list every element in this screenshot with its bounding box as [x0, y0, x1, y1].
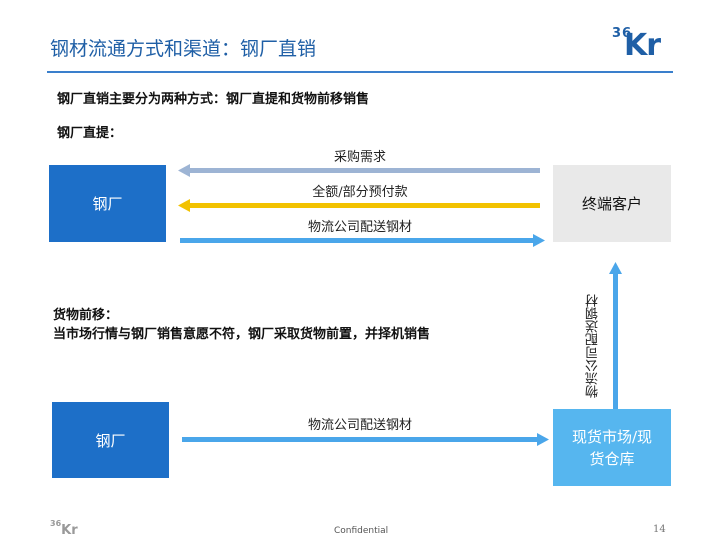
purchase-demand-arrow: [178, 164, 540, 177]
direct-pickup-heading: 钢厂直提：: [57, 126, 123, 141]
forward-sale-heading: 货物前移：: [53, 308, 119, 323]
slide-title: 钢材流通方式和渠道：钢厂直销: [50, 38, 317, 60]
steel-mill-label-2: 钢厂: [95, 431, 126, 450]
steel-mill-label: 钢厂: [92, 195, 123, 213]
footer-logo-number: 36: [50, 519, 62, 528]
logistics-label-vertical: 物流公司配送钢材: [586, 294, 601, 398]
forward-sale-description: 当市场行情与钢厂销售意愿不符，钢厂采取货物前置，并择机销售: [53, 327, 431, 342]
steel-mill-box-2: 钢厂: [52, 402, 169, 478]
spot-warehouse-box: 现货市场/现货仓库: [553, 409, 671, 486]
footer-logo: 36Kr: [50, 519, 78, 538]
slide-subtitle: 钢厂直销主要分为两种方式：钢厂直提和货物前移销售: [57, 92, 370, 107]
logistics-label-top: 物流公司配送钢材: [307, 220, 412, 235]
spot-warehouse-label: 现货市场/现货仓库: [571, 427, 653, 468]
logo-number: 36: [612, 26, 633, 41]
prepayment-label: 全额/部分预付款: [312, 185, 408, 200]
purchase-demand-label: 采购需求: [333, 150, 386, 165]
logistics-arrow-top: [180, 234, 545, 247]
end-customer-label: 终端客户: [581, 195, 642, 213]
prepayment-arrow: [178, 199, 540, 212]
confidential-label: Confidential: [334, 526, 389, 536]
steel-mill-box: 钢厂: [49, 165, 166, 242]
title-divider: [47, 71, 673, 73]
logistics-arrow-vertical: [609, 262, 622, 409]
logo-text: Kr: [624, 28, 661, 63]
footer-logo-text: Kr: [61, 523, 78, 538]
logistics-arrow-bottom: [182, 433, 549, 446]
logistics-label-bottom: 物流公司配送钢材: [307, 418, 412, 433]
page-number: 14: [653, 524, 666, 535]
end-customer-box: 终端客户: [553, 165, 671, 242]
